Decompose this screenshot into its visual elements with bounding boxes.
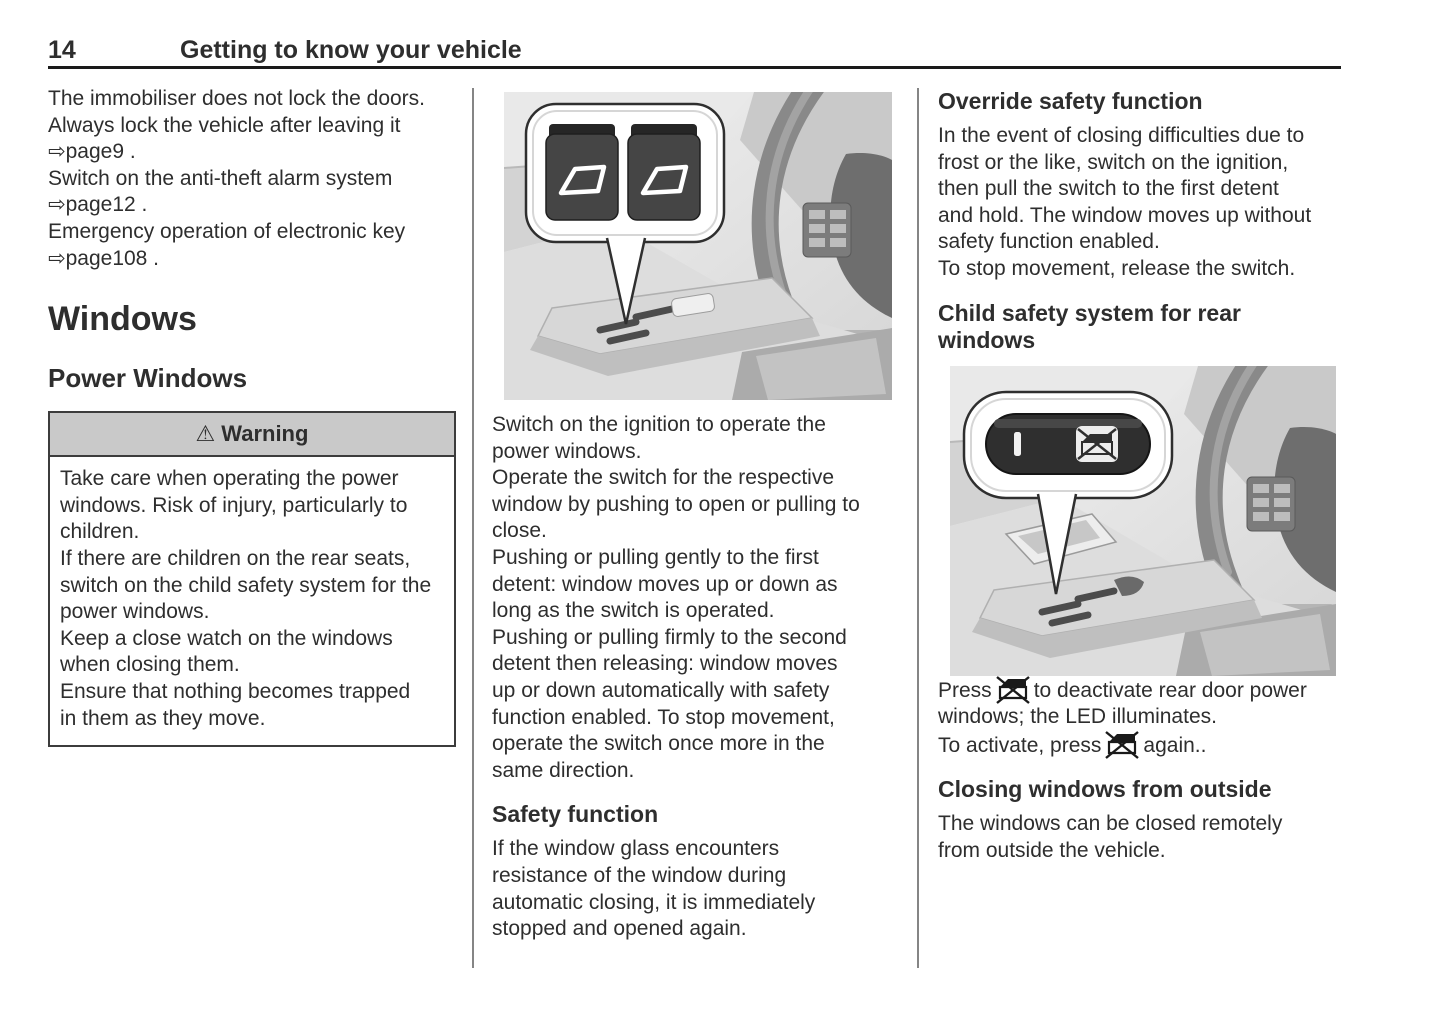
car-door-child-safety-image	[950, 365, 1336, 676]
press-activate-paragraph: To activate, press again..	[938, 730, 1344, 760]
activate-text-before: To activate, press	[938, 733, 1102, 757]
front-window-switch-right	[627, 124, 701, 221]
press-text-before: Press	[938, 678, 992, 702]
child-lock-window-icon	[995, 675, 1030, 704]
warning-title: Warning	[221, 421, 309, 447]
child-lock-window-icon	[1105, 730, 1140, 759]
column-middle: Switch on the ignition to operate the po…	[492, 88, 904, 943]
chapter-title: Getting to know your vehicle	[180, 36, 522, 64]
heading-power-windows: Power Windows	[48, 363, 248, 394]
heading-override-safety: Override safety function	[938, 88, 1203, 114]
warning-triangle-icon: ⚠	[195, 421, 216, 447]
activate-text-after: again..	[1143, 733, 1207, 757]
heading-windows: Windows	[48, 300, 197, 339]
child-safety-button	[985, 412, 1151, 475]
intro-paragraph: The immobiliser does not lock the doors.…	[48, 87, 426, 270]
crossed-window-icon	[1076, 425, 1118, 462]
warning-body-text: Take care when operating the power windo…	[60, 467, 432, 730]
safety-function-paragraph: If the window glass encounters resistanc…	[492, 837, 816, 941]
front-window-switch-left	[545, 124, 619, 221]
armrest-switches	[596, 305, 676, 345]
warning-box: ⚠Warning Take care when operating the po…	[48, 411, 456, 748]
header-rule	[48, 66, 1341, 69]
override-safety-paragraph: In the event of closing difficulties due…	[938, 124, 1312, 280]
press-text-after: to deactivate rear door power windows; t…	[938, 678, 1307, 729]
column-divider-1	[472, 88, 474, 968]
led-indicator	[1014, 431, 1021, 456]
window-glyph	[558, 164, 607, 196]
page-number: 14	[48, 36, 76, 64]
closing-outside-paragraph: The windows can be closed remotely from …	[938, 812, 1283, 862]
column-left: The immobiliser does not lock the doors.…	[48, 86, 458, 748]
column-right: Override safety function In the event of…	[938, 86, 1344, 865]
child-safety-switch-illustration	[950, 365, 1344, 676]
warning-box-header: ⚠Warning	[50, 413, 454, 458]
heading-closing-outside: Closing windows from outside	[938, 776, 1272, 803]
power-window-switches-illustration	[504, 92, 904, 400]
armrest-switches	[1038, 587, 1118, 627]
power-windows-paragraph: Switch on the ignition to operate the po…	[492, 413, 860, 782]
window-glyph	[640, 164, 689, 196]
car-door-switches-image	[504, 92, 892, 400]
heading-safety-function: Safety function	[492, 801, 659, 828]
column-divider-2	[917, 88, 919, 968]
heading-child-safety: Child safety system for rear windows	[938, 299, 1241, 353]
